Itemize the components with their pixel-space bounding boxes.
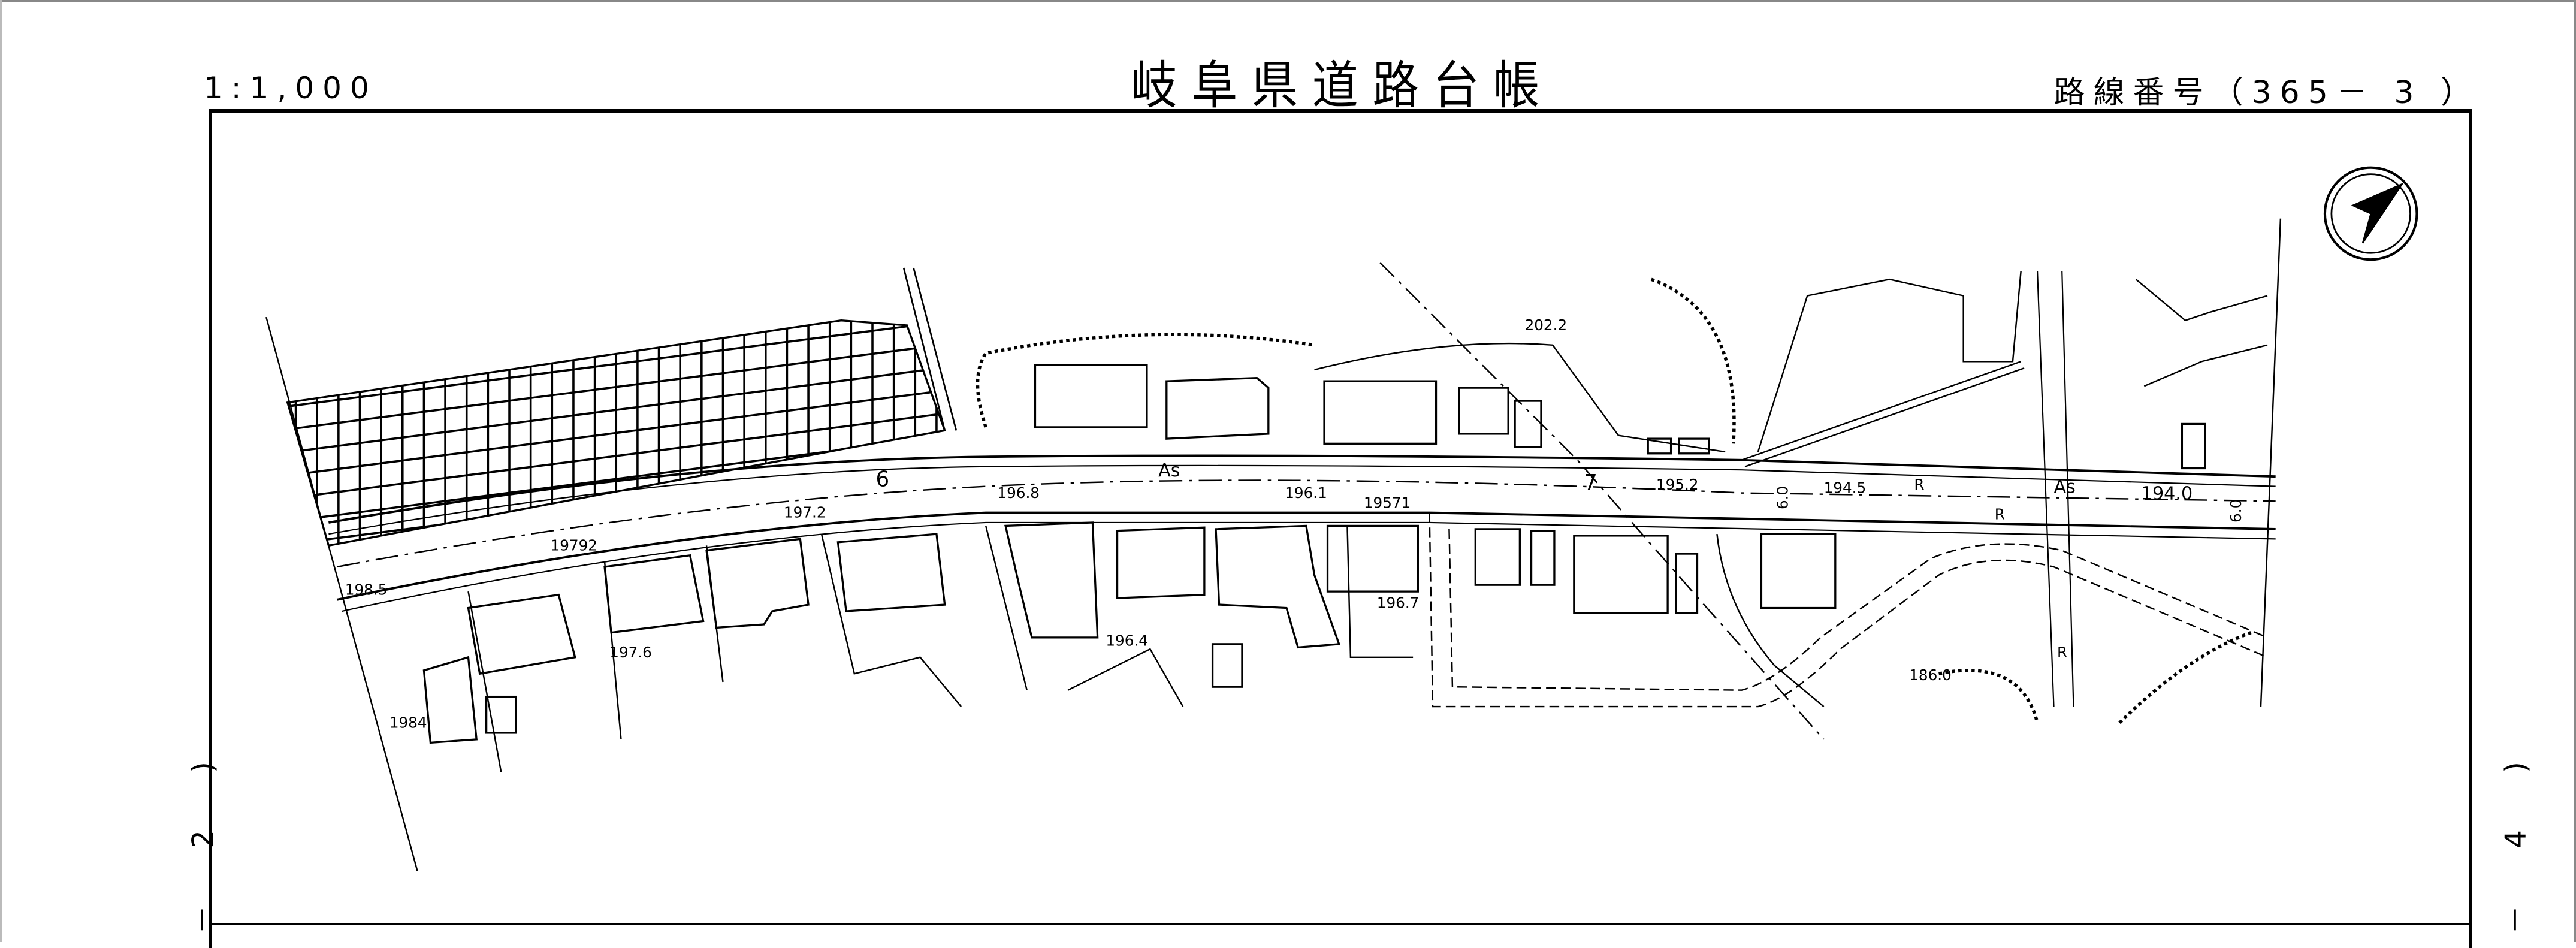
station-label: 6 — [875, 467, 889, 492]
map-boundary-left — [265, 316, 418, 871]
elevation-label: 198.5 — [345, 581, 388, 599]
elevation-label: 194.0 — [2141, 484, 2193, 505]
map-scale: 1:1,000 — [204, 71, 378, 105]
embankment — [976, 277, 1736, 444]
page-edge-right — [2574, 0, 2576, 942]
elevation-label: 197.6 — [609, 644, 652, 661]
embankment-south — [1938, 631, 2252, 724]
boundary-line-2 — [2036, 271, 2074, 707]
elevation-label: 195.2 — [1656, 476, 1699, 493]
map-boundary-right — [2260, 218, 2282, 707]
route-number: 路線番号（365－ 3 ） — [2053, 75, 2480, 111]
elevation-label: 186.0 — [1909, 666, 1952, 684]
elevation-label: 202.2 — [1525, 316, 1568, 334]
north-arrow-icon — [2323, 166, 2418, 261]
branch-road-inner — [1448, 529, 2268, 691]
misc-label: R — [1995, 505, 2005, 523]
elevation-label: 194.5 — [1824, 479, 1867, 497]
elevation-label: 197.2 — [784, 504, 826, 521]
branch-road-outer — [1429, 512, 2268, 708]
station-label: 7 — [1584, 470, 1597, 495]
elevation-label: 19792 — [551, 537, 597, 554]
north-lot — [1314, 271, 2268, 453]
page-title: 岐阜県道路台帳 — [1131, 56, 1554, 116]
elevation-label: 196.7 — [1377, 594, 1420, 612]
page-edge-left — [0, 0, 2, 942]
road-edge-south-2 — [342, 521, 2276, 612]
elevation-label: 196.8 — [997, 484, 1040, 502]
frame-divider — [209, 923, 2472, 925]
buildings — [422, 364, 2206, 744]
elevation-label: 1984 — [389, 714, 427, 732]
misc-label: R — [2057, 644, 2067, 661]
road-edge-north-2 — [328, 464, 2276, 535]
road-centerline — [336, 479, 2276, 568]
width-label: 6.0 — [2227, 499, 2245, 523]
width-label: 6.0 — [1774, 486, 1791, 509]
boundary-dashdot — [1379, 262, 1825, 740]
road-edge-north — [328, 454, 2276, 524]
branch-road-edge — [1716, 534, 1825, 708]
elevation-label: 196.4 — [1106, 632, 1148, 650]
road-edge-south — [336, 511, 2276, 601]
slope-line — [1741, 361, 2025, 467]
misc-label: R — [1914, 476, 1924, 493]
page-edge-top — [0, 0, 2576, 2]
elevation-label: 19571 — [1364, 494, 1411, 511]
surface-label: As — [1158, 460, 1180, 481]
map-frame — [209, 109, 2472, 948]
stairs — [902, 267, 958, 431]
elevation-label: 196.1 — [1285, 484, 1327, 502]
surface-label: As — [2054, 477, 2076, 498]
